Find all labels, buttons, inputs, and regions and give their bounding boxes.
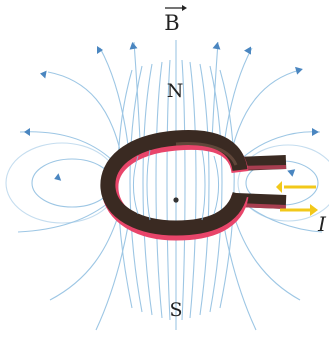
field-line <box>49 209 121 301</box>
vector-arrow-icon <box>165 5 187 11</box>
field-loop-right-outer <box>237 144 329 222</box>
loop-center-dot <box>173 197 179 203</box>
inner-field-lines <box>133 149 219 221</box>
field-line <box>99 47 129 146</box>
loop-ring-highlight <box>175 142 238 166</box>
field-line <box>219 69 235 309</box>
field-line <box>239 131 321 161</box>
field-line <box>231 209 301 301</box>
current-symbol-label: I <box>317 212 327 236</box>
field-line <box>213 155 219 215</box>
current-arrow-icon <box>276 181 316 193</box>
field-line <box>221 214 257 331</box>
field-line <box>146 149 151 221</box>
field-line <box>211 41 219 141</box>
field-line <box>95 214 131 331</box>
current-arrow-icon <box>280 204 318 216</box>
field-lines <box>5 40 329 331</box>
field-loop-left <box>31 158 113 208</box>
field-line <box>47 71 121 151</box>
field-arrow-icon <box>24 128 30 136</box>
field-line <box>133 41 141 141</box>
field-arrow-icon <box>40 70 47 79</box>
field-line <box>223 47 253 146</box>
field-arrow-icon <box>295 66 303 75</box>
field-arrows <box>24 42 319 181</box>
field-line <box>199 63 210 316</box>
field-line <box>201 149 206 221</box>
field-line <box>189 61 197 319</box>
field-line <box>231 69 301 151</box>
field-arrow-icon <box>244 46 251 55</box>
loop-ring <box>100 129 248 236</box>
field-line <box>17 199 113 233</box>
north-pole-label: N <box>167 80 184 102</box>
field-vector-label: B <box>164 11 179 35</box>
field-line <box>181 59 186 321</box>
field-line <box>155 61 163 319</box>
field-arrow-icon <box>129 42 138 50</box>
current-arrows <box>276 181 318 216</box>
field-line <box>142 63 153 316</box>
field-arrow-icon <box>212 42 221 50</box>
current-loop <box>100 129 287 241</box>
field-line <box>166 59 171 321</box>
field-line <box>19 131 113 161</box>
field-line <box>209 65 223 313</box>
field-arrow-icon <box>312 128 319 136</box>
field-line <box>133 155 139 215</box>
field-line <box>129 65 143 313</box>
field-arrow-icon <box>97 46 103 54</box>
field-arrow-icon <box>287 169 296 177</box>
south-pole-label: S <box>169 299 182 321</box>
field-arrow-icon <box>54 173 62 181</box>
